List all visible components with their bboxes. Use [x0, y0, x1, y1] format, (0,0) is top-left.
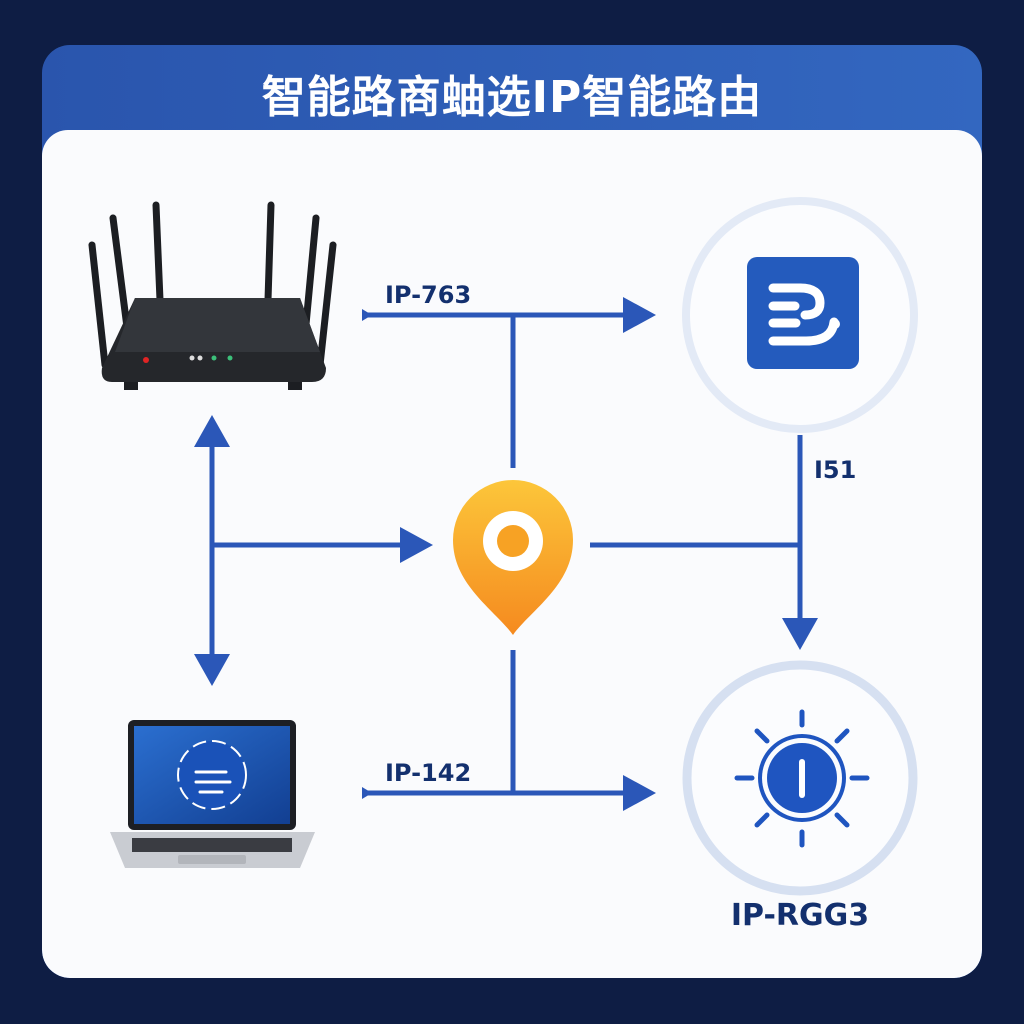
target-node[interactable] — [682, 660, 918, 896]
laptop-icon — [110, 720, 315, 868]
arrow-right-icon — [400, 527, 433, 563]
page-title: 智能路商蚰选IP智能路由 — [261, 72, 763, 123]
power-sun-icon — [734, 709, 870, 848]
arrow-down-icon — [782, 618, 818, 650]
arrow-down-icon — [194, 654, 230, 686]
top-link-label: IP-763 — [385, 281, 471, 309]
router-icon — [88, 201, 337, 390]
arrowheads — [194, 297, 818, 811]
arrow-up-icon — [194, 415, 230, 447]
connector-lines — [209, 312, 803, 796]
service-node[interactable] — [682, 197, 918, 433]
arrow-right-icon — [623, 775, 656, 811]
target-node-label: IP-RGG3 — [731, 898, 869, 933]
bottom-link-label: IP-142 — [385, 759, 471, 787]
right-link-label: I51 — [814, 456, 856, 484]
arrow-right-icon — [623, 297, 656, 333]
location-pin-icon — [453, 480, 573, 635]
